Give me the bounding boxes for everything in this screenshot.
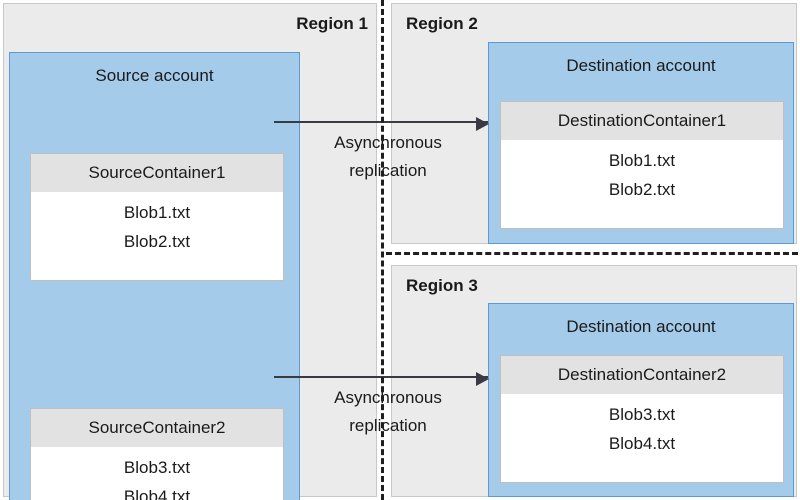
arrow-head-icon: [476, 117, 489, 131]
replication-label-1-line-1: Asynchronous: [334, 133, 442, 152]
blob-item: Blob3.txt: [123, 458, 191, 477]
blob-item: Blob1.txt: [608, 151, 676, 170]
blob-item: Blob1.txt: [123, 203, 191, 222]
replication-label-2-line-2: replication: [349, 416, 427, 435]
source-container-2-name: SourceContainer2: [31, 409, 283, 447]
replication-label-1-line-2: replication: [349, 161, 427, 180]
region-3-title: Region 3: [406, 276, 478, 295]
region-1-title: Region 1: [296, 14, 368, 33]
destination-container-1-name: DestinationContainer1: [501, 102, 783, 140]
destination-container-2-box: DestinationContainer2 Blob3.txt Blob4.tx…: [500, 355, 784, 483]
source-container-2-box: SourceContainer2 Blob3.txt Blob4.txt: [30, 408, 284, 500]
blob-item: Blob3.txt: [608, 405, 676, 424]
source-container-1-box: SourceContainer1 Blob1.txt Blob2.txt: [30, 153, 284, 281]
arrow-head-icon: [476, 372, 489, 386]
region-2-title: Region 2: [406, 14, 478, 33]
source-container-1-name: SourceContainer1: [31, 154, 283, 192]
blob-item: Blob4.txt: [123, 487, 191, 500]
region-divider-horizontal: [386, 252, 798, 255]
region-panel-1: Region 1 Source account SourceContainer1…: [3, 3, 377, 500]
destination-container-1-box: DestinationContainer1 Blob1.txt Blob2.tx…: [500, 101, 784, 229]
destination-account-title-2: Destination account: [566, 317, 716, 336]
blob-item: Blob2.txt: [608, 180, 676, 199]
blob-item: Blob2.txt: [123, 232, 191, 251]
blob-item: Blob4.txt: [608, 434, 676, 453]
destination-container-1-blob-list: Blob1.txt Blob2.txt: [501, 140, 783, 204]
source-container-2-blob-list: Blob3.txt Blob4.txt: [31, 447, 283, 500]
replication-label-2: Asynchronous replication: [295, 384, 481, 440]
region-divider-vertical: [381, 0, 384, 500]
replication-label-1: Asynchronous replication: [295, 129, 481, 185]
replication-label-2-line-1: Asynchronous: [334, 388, 442, 407]
source-account-title: Source account: [95, 66, 214, 85]
source-account-box: Source account SourceContainer1 Blob1.tx…: [9, 52, 300, 500]
destination-container-2-name: DestinationContainer2: [501, 356, 783, 394]
destination-container-2-blob-list: Blob3.txt Blob4.txt: [501, 394, 783, 458]
source-container-1-blob-list: Blob1.txt Blob2.txt: [31, 192, 283, 256]
destination-account-title-1: Destination account: [566, 56, 716, 75]
